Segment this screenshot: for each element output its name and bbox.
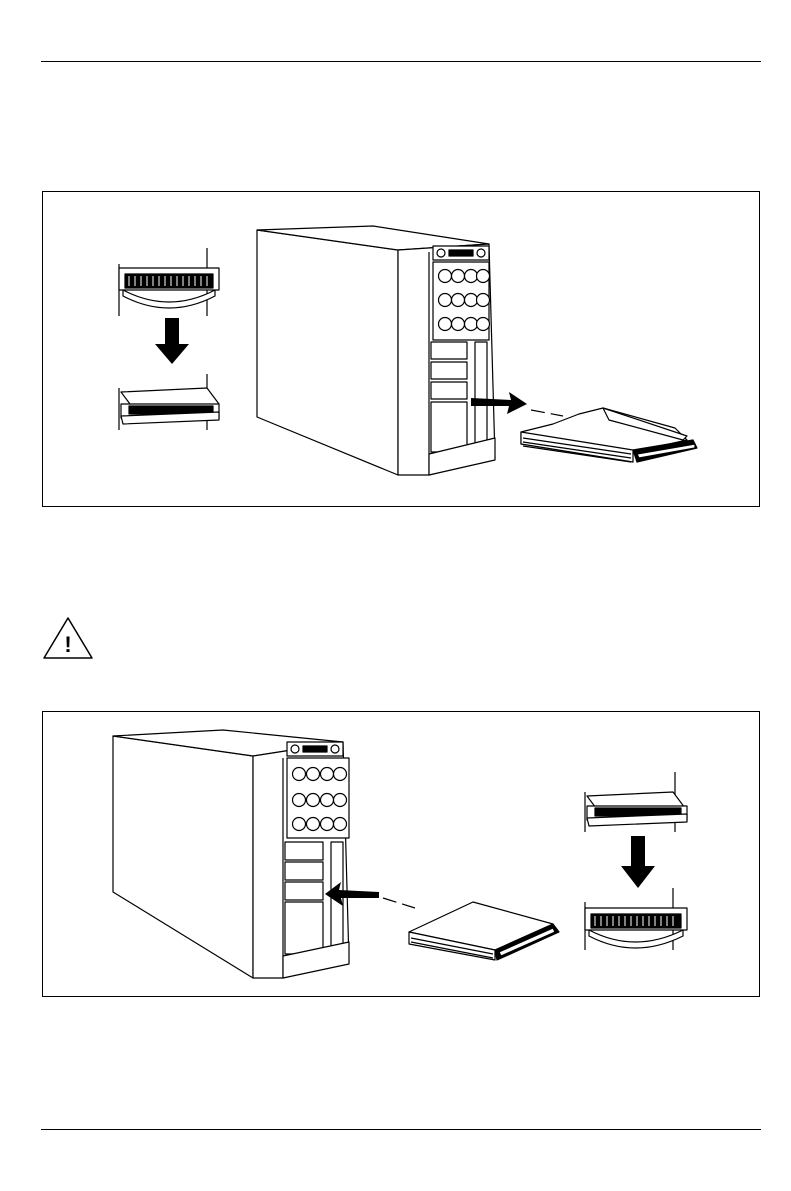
drive-carrier-removed — [521, 408, 697, 462]
carrier-handle-closed — [585, 888, 687, 950]
svg-text:!: ! — [64, 632, 71, 657]
carrier-handle-open — [119, 374, 219, 430]
drive-bay — [285, 842, 323, 860]
drive-bay — [431, 362, 467, 379]
drive-bay-empty — [431, 402, 467, 452]
drive-bay — [431, 382, 467, 399]
drive-bay — [431, 342, 467, 359]
tower-side-panel — [257, 230, 398, 475]
down-arrow — [155, 318, 189, 364]
footer-rule — [41, 1129, 761, 1130]
fan-grid — [439, 270, 490, 331]
down-arrow — [621, 836, 655, 888]
remove-drive-illustration — [43, 192, 761, 508]
drive-carrier-inserted — [409, 902, 559, 960]
header-rule — [41, 61, 761, 62]
drive-bay — [285, 862, 323, 880]
carrier-handle-closed — [119, 248, 219, 316]
drive-bay-empty — [285, 902, 323, 954]
warning-triangle-icon: ! — [42, 616, 94, 660]
carrier-handle-open — [585, 772, 687, 832]
drive-bay — [285, 882, 323, 900]
tower-side-panel — [113, 736, 253, 978]
figure-insert-drive — [42, 711, 760, 997]
insert-drive-illustration — [43, 712, 761, 998]
figure-remove-drive — [42, 191, 760, 507]
